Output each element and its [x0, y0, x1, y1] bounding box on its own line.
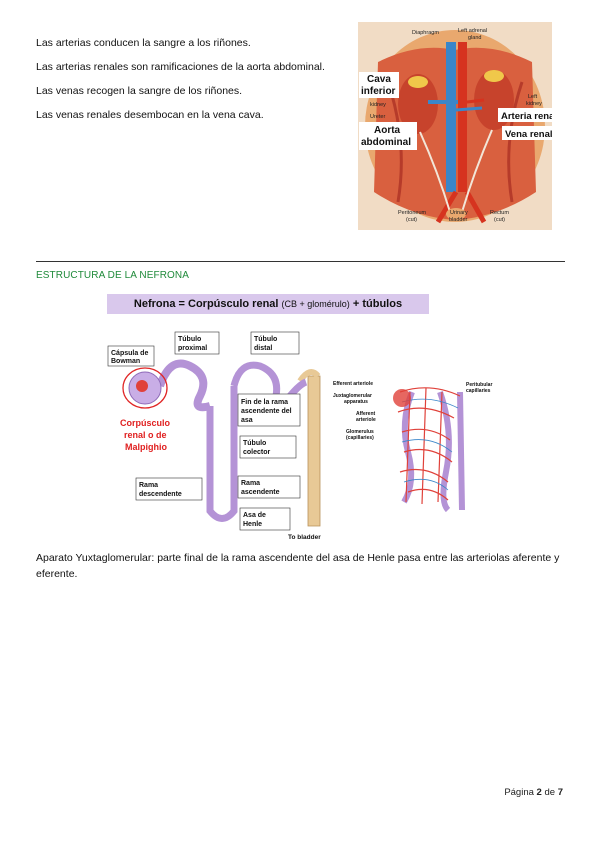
label-rama-asc-2: ascendente	[241, 489, 280, 496]
label-afferent-2: arteriole	[356, 417, 376, 423]
label-fin-3: asa	[241, 417, 253, 424]
juxtaglomerular-caption: Aparato Yuxtaglomerular: parte final de …	[36, 552, 560, 580]
label-asa-2: Henle	[243, 521, 262, 528]
section-divider	[36, 261, 565, 262]
label-efferent: Efferent arteriole	[333, 381, 373, 387]
footer-total-pages: 7	[557, 787, 563, 798]
label-peritubular-2: capillaries	[466, 388, 491, 394]
page-footer: Página 2 de 7	[504, 787, 563, 798]
intro-paragraph-4: Las venas renales desembocan en la vena …	[36, 109, 264, 121]
label-cava-2: inferior	[361, 86, 396, 97]
label-to-bladder: To bladder	[288, 534, 321, 541]
label-peritubular-1: Peritubular	[466, 382, 492, 388]
label-urinary: Urinary	[450, 210, 468, 216]
label-glomerulus-2: (capillaries)	[346, 435, 374, 441]
label-capsula-1: Cápsula de	[111, 350, 148, 357]
label-afferent-1: Afferent	[356, 411, 376, 417]
label-glomerulus-1: Glomerulus	[346, 429, 374, 435]
label-left: Left	[528, 94, 538, 100]
label-aorta-2: abdominal	[361, 137, 411, 148]
intro-paragraph-1: Las arterias conducen la sangre a los ri…	[36, 37, 251, 49]
banner-part-3: + túbulos	[352, 298, 403, 310]
glomerulus-figure: Efferent arteriole Juxtaglomerular appar…	[333, 381, 492, 512]
label-peritoneum: Peritoneum	[398, 210, 427, 216]
label-corp-1: Corpúsculo	[120, 418, 171, 428]
label-gland: gland	[468, 35, 481, 41]
label-arteria-renal: Arteria renal	[501, 111, 552, 122]
label-tub-dist-1: Túbulo	[254, 336, 277, 343]
label-fin-1: Fin de la rama	[241, 399, 288, 406]
label-kidney-right: kidney	[370, 102, 386, 108]
label-rama-asc-1: Rama	[241, 480, 260, 487]
label-ureter: Ureter	[370, 114, 385, 120]
nephron-figure: Cápsula de Bowman Túbulo proximal Túbulo…	[107, 331, 321, 541]
section-title: ESTRUCTURA DE LA NEFRONA	[36, 270, 189, 281]
intro-text: Las arterias conducen la sangre a los ri…	[36, 36, 348, 132]
label-rectum-cut: (cut)	[494, 217, 505, 223]
banner-part-2: (CB + glomérulo)	[281, 299, 350, 309]
label-left-adrenal: Left adrenal	[458, 28, 487, 34]
label-corp-3: Malpighio	[125, 442, 167, 452]
footer-current-page: 2	[536, 787, 542, 798]
label-juxta-1: Juxtaglomerular	[333, 393, 372, 399]
label-bladder: bladder	[449, 217, 468, 223]
intro-paragraph-3: Las venas recogen la sangre de los riñon…	[36, 85, 243, 97]
footer-of: de	[544, 787, 556, 798]
label-tub-prox-1: Túbulo	[178, 336, 201, 343]
label-fin-2: ascendente del	[241, 408, 292, 415]
label-rectum: Rectum	[490, 210, 509, 216]
label-colector-1: Túbulo	[243, 440, 266, 447]
label-tub-dist-2: distal	[254, 345, 272, 352]
label-cava-1: Cava	[367, 74, 391, 85]
label-peritoneum-cut: (cut)	[406, 217, 417, 223]
label-capsula-2: Bowman	[111, 358, 140, 365]
footer-label: Página	[504, 787, 534, 798]
label-colector-2: colector	[243, 449, 271, 456]
label-rama-desc-1: Rama	[139, 482, 158, 489]
label-juxta-2: apparatus	[344, 399, 368, 405]
label-kidney-left: kidney	[526, 101, 542, 107]
kidney-anatomy-figure: Diaphragm Left adrenal gland Cava inferi…	[358, 22, 552, 230]
label-rama-desc-2: descendente	[139, 491, 182, 498]
banner-part-1: Nefrona = Corpúsculo renal	[133, 298, 279, 310]
label-vena-renal: Vena renal	[505, 129, 552, 140]
label-diaphragm: Diaphragm	[412, 30, 439, 36]
label-corp-2: renal o de	[124, 430, 167, 440]
nephron-banner: Nefrona = Corpúsculo renal (CB + gloméru…	[107, 294, 429, 314]
label-aorta-1: Aorta	[374, 125, 401, 136]
intro-paragraph-2: Las arterias renales son ramificaciones …	[36, 61, 325, 73]
label-asa-1: Asa de	[243, 512, 266, 519]
label-tub-prox-2: proximal	[178, 345, 207, 352]
